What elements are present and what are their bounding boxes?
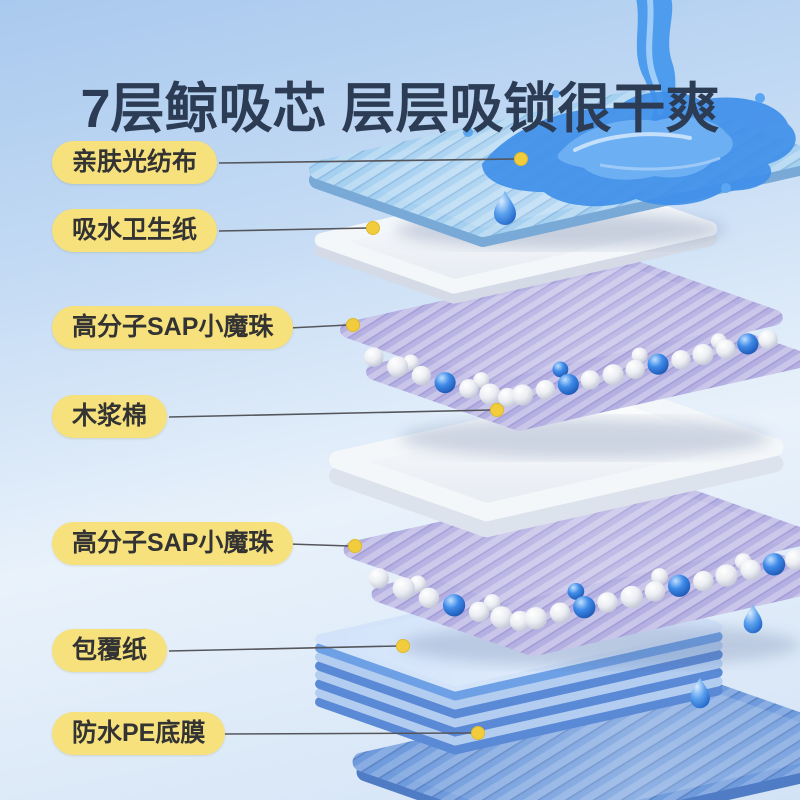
leader-lines bbox=[168, 158, 517, 735]
water-pour bbox=[463, 0, 796, 207]
label-pill-topsheet: 亲肤光纺布 bbox=[52, 141, 218, 184]
page-title: 7层鲸吸芯 层层吸锁很干爽 bbox=[80, 79, 720, 140]
label-pill-wrap: 包覆纸 bbox=[52, 629, 168, 672]
shadow-under-sap1 bbox=[400, 418, 770, 458]
label-pill-pe-film: 防水PE底膜 bbox=[52, 712, 226, 755]
label-pill-sap-1: 高分子SAP小魔珠 bbox=[52, 306, 294, 349]
pointer-dots bbox=[346, 152, 528, 740]
label-pill-tissue: 吸水卫生纸 bbox=[52, 209, 218, 252]
label-pill-pulp: 木浆棉 bbox=[52, 395, 168, 438]
label-pill-sap-2: 高分子SAP小魔珠 bbox=[52, 522, 294, 565]
